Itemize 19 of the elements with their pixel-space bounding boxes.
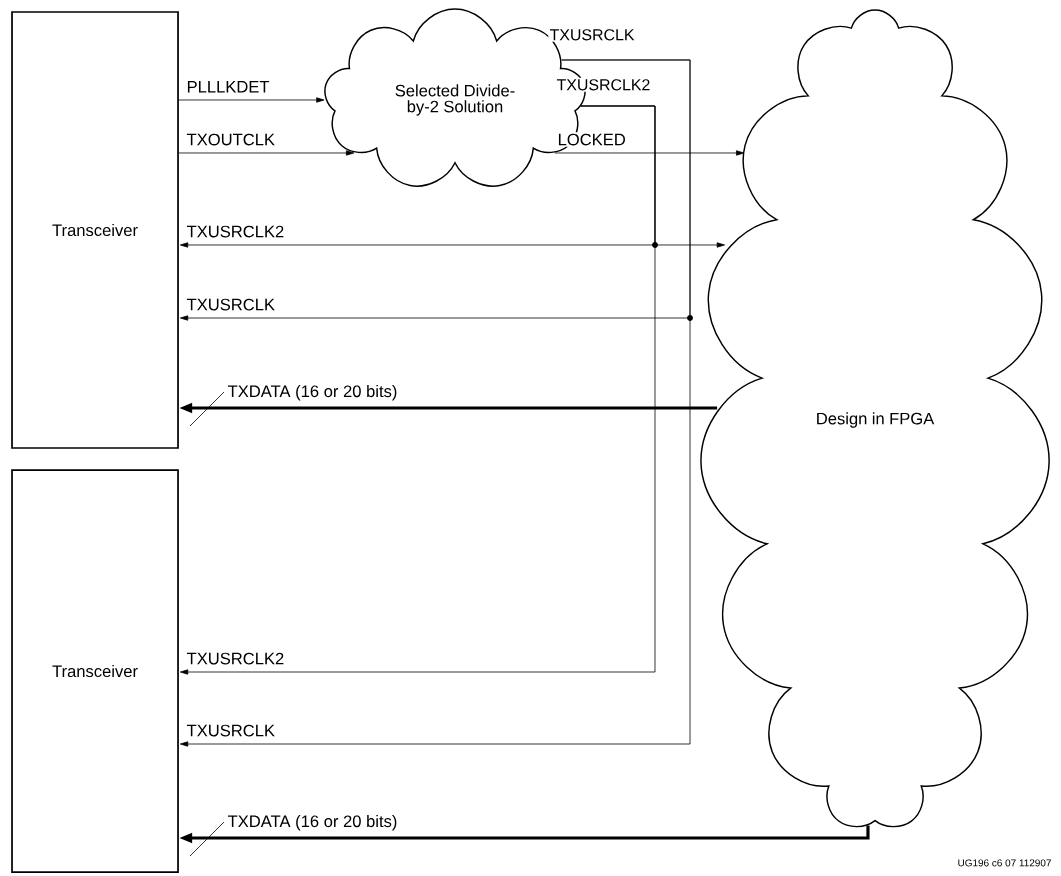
arrow <box>554 150 745 156</box>
figure-id: UG196 c6 07 112907 <box>956 858 1053 868</box>
edge-label: TXDATA (16 or 20 bits) <box>226 383 399 402</box>
arrow <box>178 97 325 103</box>
transceiver-box: Transceiver <box>11 469 179 873</box>
signal-label: TXUSRCLK2 <box>555 77 652 92</box>
arrow <box>179 59 691 747</box>
arrow <box>179 105 656 675</box>
edge-label: LOCKED <box>556 132 628 147</box>
edge-label: TXDATA (16 or 20 bits) <box>226 813 399 832</box>
edge-label: TXUSRCLK <box>185 297 277 312</box>
transceiver-box: Transceiver <box>11 11 179 449</box>
edge-label: TXUSRCLK2 <box>185 651 286 666</box>
edge-label: TXUSRCLK <box>185 723 277 738</box>
edge-label: PLLLKDET <box>185 79 271 94</box>
edge-label: TXOUTCLK <box>185 132 277 147</box>
edge-label: TXUSRCLK2 <box>185 224 286 239</box>
arrow <box>178 150 355 156</box>
signal-label: TXUSRCLK <box>548 27 636 42</box>
